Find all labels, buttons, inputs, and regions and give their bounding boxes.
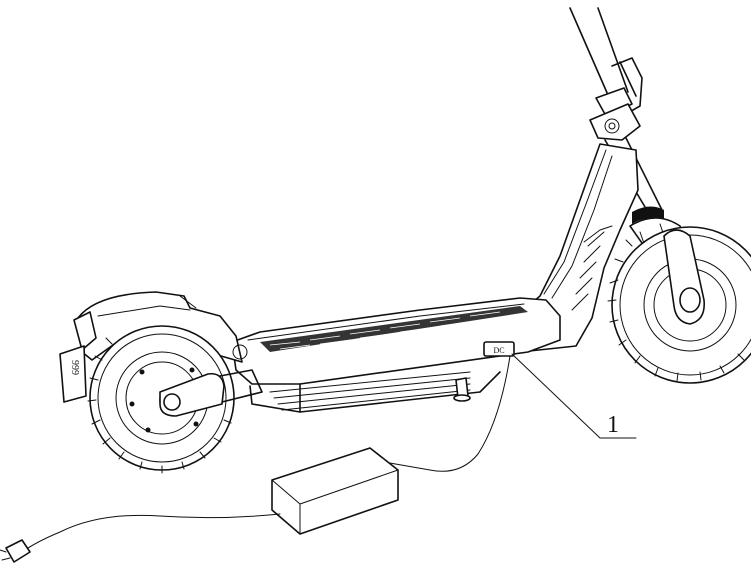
port-label: DC (493, 346, 504, 355)
callout-number: 1 (607, 412, 619, 438)
charger-adapter (0, 355, 511, 563)
rear-light: 999 (59, 311, 97, 403)
callout-1: 1 (511, 353, 637, 439)
kickstand (453, 377, 471, 402)
rear-wheel (87, 325, 263, 474)
charging-port: DC (483, 341, 515, 357)
scooter-deck (231, 297, 561, 413)
front-wheel (607, 226, 751, 384)
plate-text: 999 (69, 360, 80, 375)
